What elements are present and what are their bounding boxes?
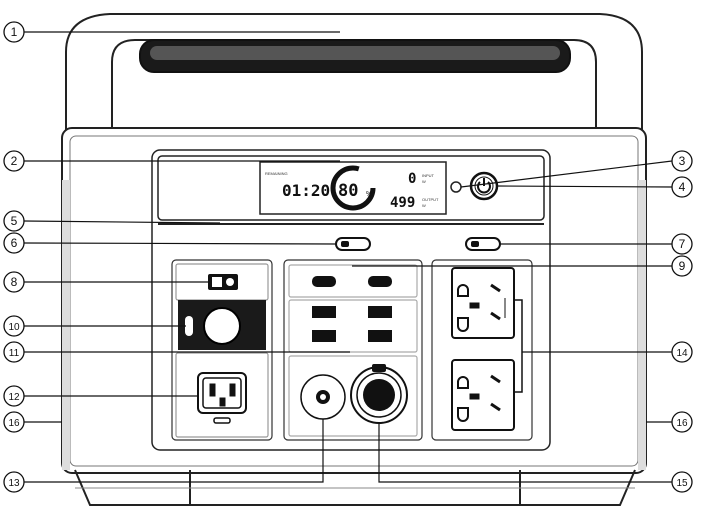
overload-protector[interactable] [208,274,238,290]
control-panel [151,149,551,451]
callout-11: 11 [3,341,25,363]
lcd-input-value: 0 [408,171,416,187]
ac-outlet-bottom[interactable] [451,359,515,431]
callout-2: 2 [3,150,25,172]
car-charger-port[interactable] [350,364,408,424]
svg-text:INPUT: INPUT [422,173,435,178]
callout-label: 9 [679,259,686,273]
callout-label: 10 [8,322,20,333]
callout-label: 12 [8,392,20,403]
indicator-light [450,181,462,193]
callout-label: 6 [11,236,18,250]
svg-text:REMAINING: REMAINING [265,171,288,176]
callout-16: 16 [3,411,25,433]
callout-4: 4 [671,176,693,198]
callout-6: 6 [3,232,25,254]
callout-16: 16 [671,411,693,433]
callout-1: 1 [3,21,25,43]
callout-label: 4 [679,180,686,194]
callout-label: 7 [679,237,686,251]
callout-label: 11 [9,348,20,359]
callout-13: 13 [3,471,25,493]
callout-label: 2 [11,154,18,168]
callout-12: 12 [3,385,25,407]
callout-15: 15 [671,471,693,493]
callout-label: 16 [8,418,20,429]
lcd-percent-unit: % [366,191,372,198]
power-button[interactable] [469,171,499,201]
callout-label: 1 [11,25,18,39]
usb-c-ports[interactable] [312,276,392,287]
callout-3: 3 [671,150,693,172]
callout-label: 3 [679,154,686,168]
usb-a-ports[interactable] [312,306,392,342]
callout-label: 16 [676,418,688,429]
callout-5: 5 [3,210,25,232]
leader-lines [23,31,673,483]
callout-14: 14 [671,341,693,363]
callout-10: 10 [3,315,25,337]
callout-9: 9 [671,255,693,277]
device-body [61,127,647,506]
dc5521-port[interactable] [300,374,346,420]
carry-handle [65,13,643,130]
lcd-output-value: 499 [390,195,415,211]
lcd-time: 01:20 [282,181,330,200]
callout-7: 7 [671,233,693,255]
callout-8: 8 [3,271,25,293]
middle-module [283,259,423,441]
svg-text:W: W [422,203,426,208]
right-module [431,259,533,441]
lcd-display: REMAINING 01:20 80 % 0 INPUT W 499 OUTPU… [259,161,447,215]
ac-input-port[interactable] [197,372,247,424]
callout-label: 15 [676,478,688,489]
svg-text:OUTPUT: OUTPUT [422,197,439,202]
callout-label: 5 [11,214,18,228]
callout-label: 14 [676,348,688,359]
lcd-battery-percent: 80 [338,181,358,201]
dc-round-port-panel [178,300,266,350]
callout-label: 8 [11,275,18,289]
ac-outlet-top[interactable] [451,267,515,339]
callout-label: 13 [8,478,20,489]
svg-text:W: W [422,179,426,184]
